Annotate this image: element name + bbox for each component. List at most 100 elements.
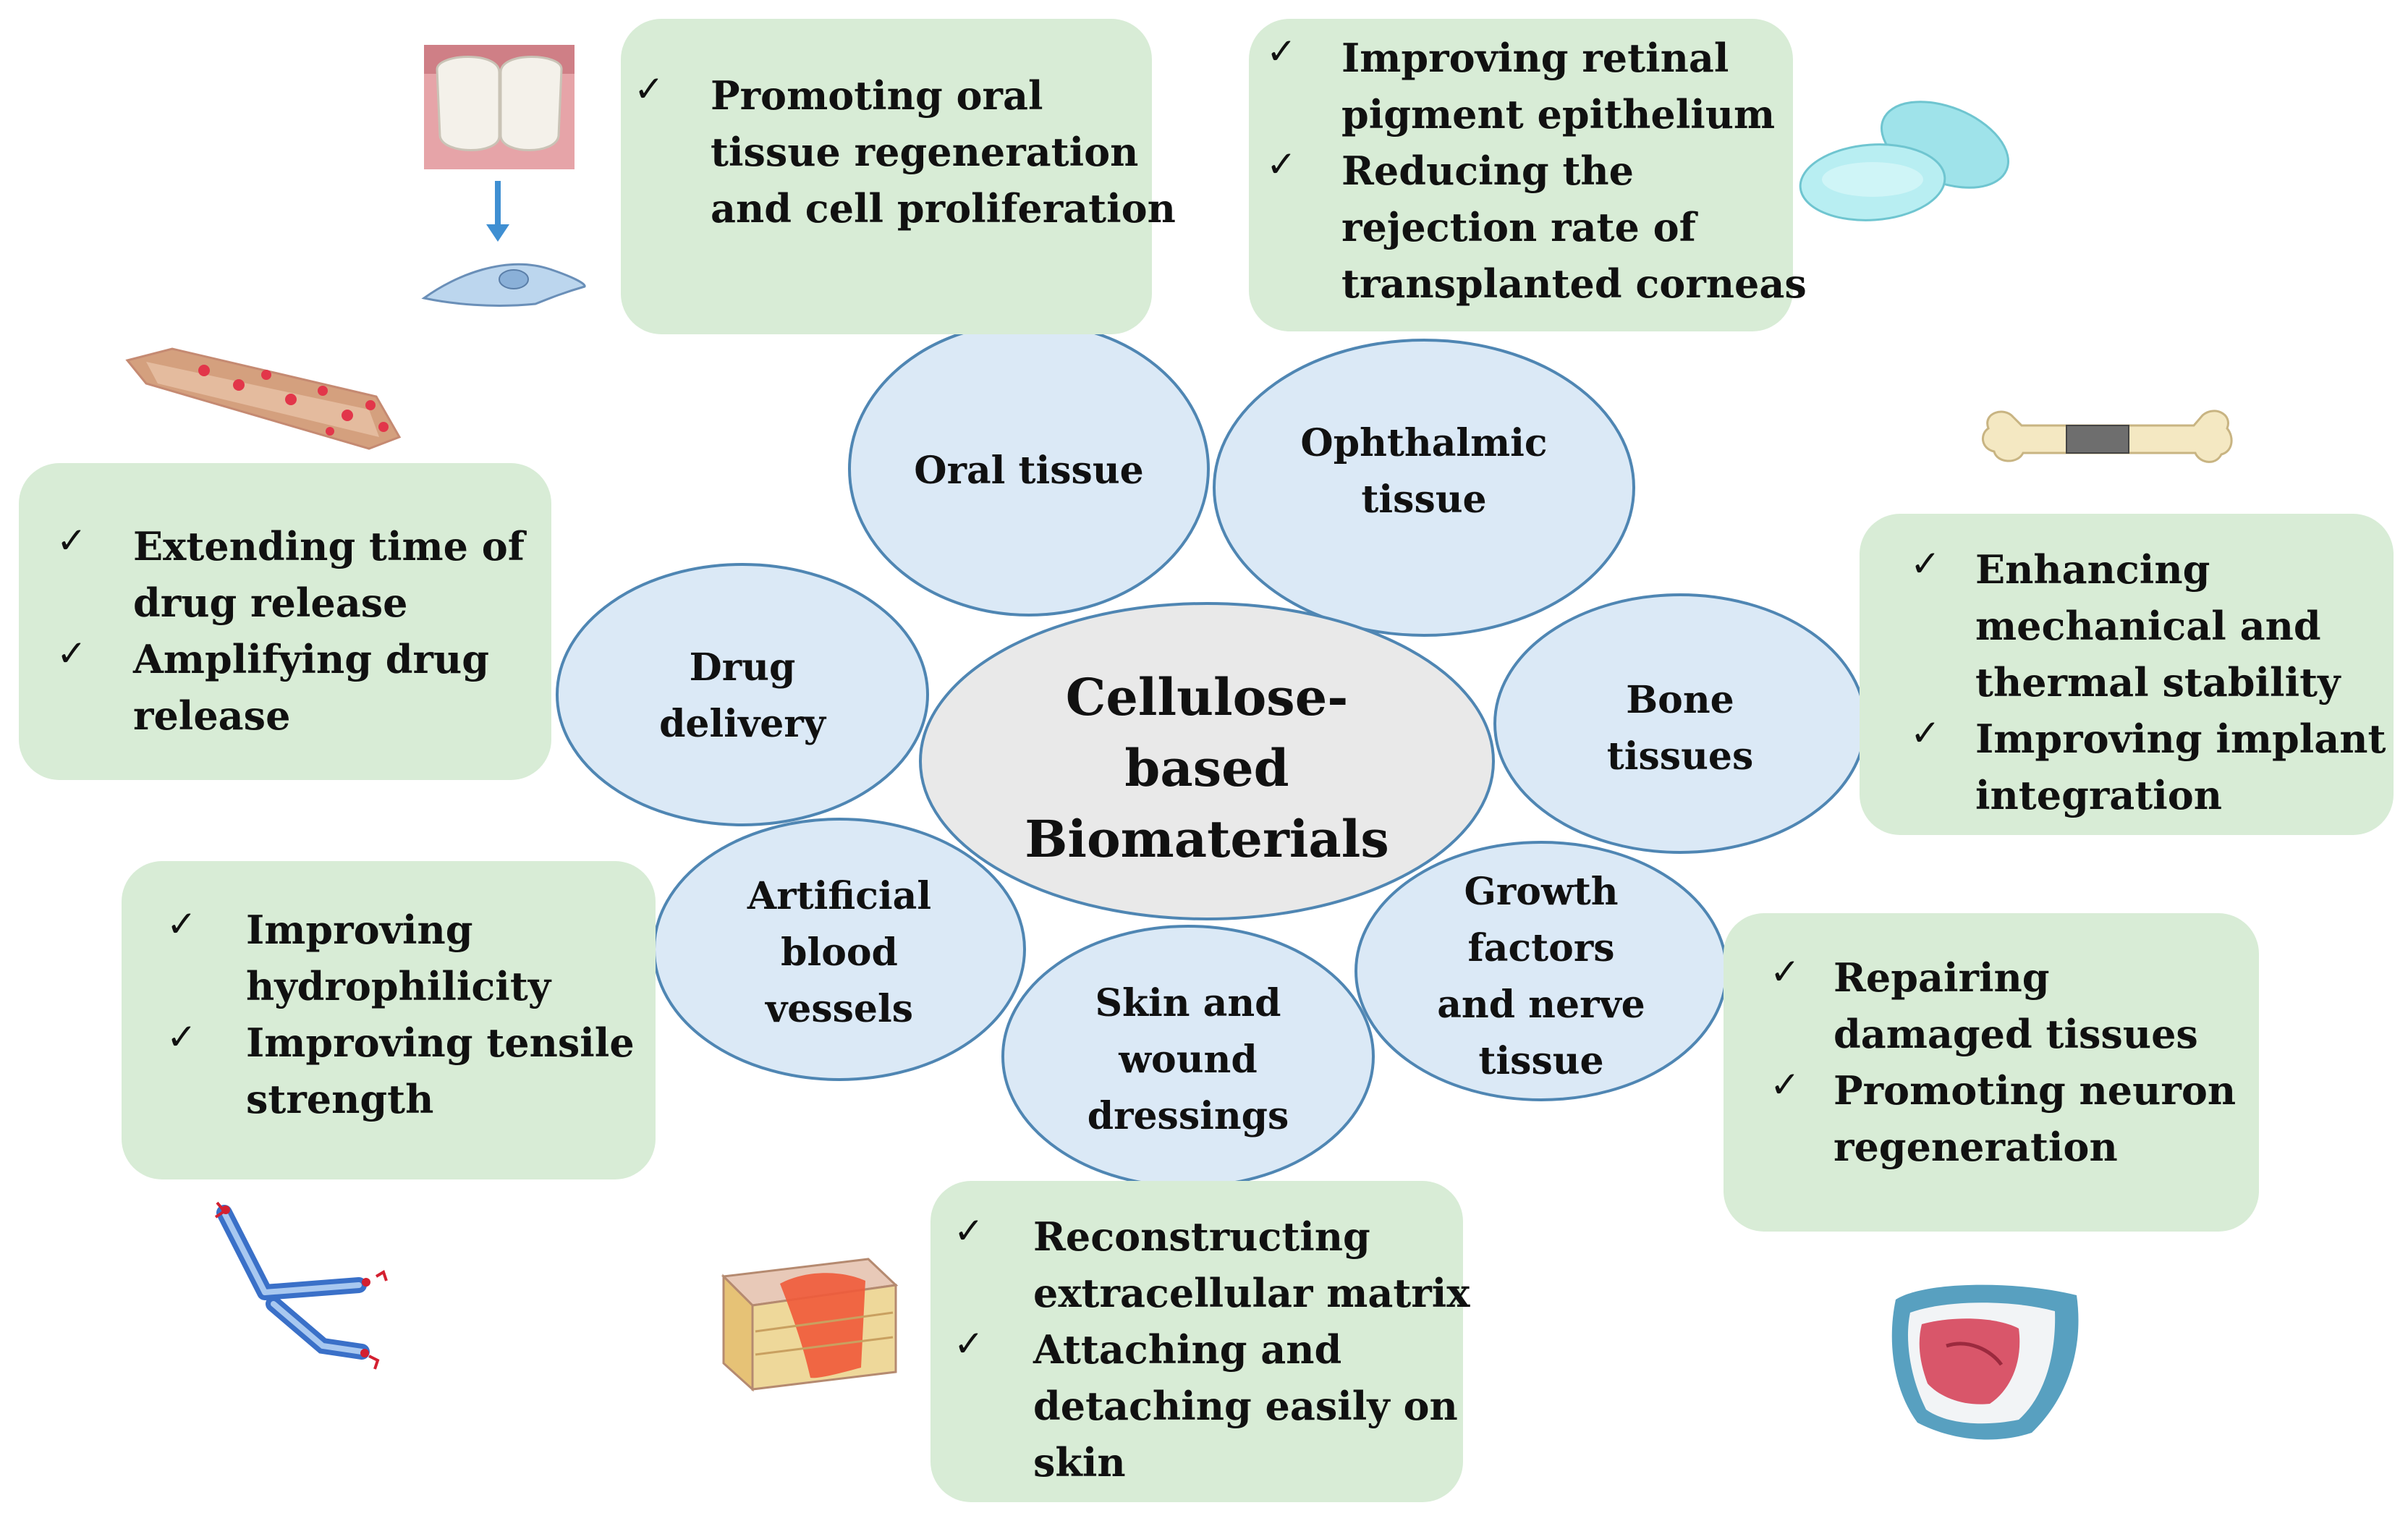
drug-scaffold-icon: [125, 347, 402, 450]
check-mark: ✓: [1266, 143, 1297, 185]
info-text: Reconstructing: [1033, 1213, 1370, 1260]
check-mark: ✓: [1910, 712, 1941, 754]
check-mark: ✓: [1910, 543, 1941, 585]
info-text: Amplifying drug: [133, 636, 489, 682]
bone-implant-icon: [1982, 410, 2233, 463]
info-box-drug: ✓ Extending time of drug release ✓ Ampli…: [19, 463, 551, 780]
info-text: Repairing: [1833, 954, 2050, 1001]
info-box-growth: ✓ Repairing damaged tissues ✓ Promoting …: [1724, 913, 2259, 1232]
info-text: thermal stability: [1975, 659, 2341, 706]
center-shape: [919, 602, 1495, 920]
label-line: Skin and: [1095, 981, 1281, 1025]
label-line: Ophthalmic: [1300, 421, 1547, 465]
info-text: release: [133, 692, 291, 739]
check-mark: ✓: [166, 903, 197, 945]
petal-bone-shape: [1493, 593, 1867, 854]
petal-ophthalmic-label: Ophthalmic tissue: [1300, 421, 1547, 522]
info-box-vessels: ✓ Improving hydrophilicity ✓ Improving t…: [122, 861, 656, 1179]
label-line: tissue: [1478, 1039, 1603, 1083]
label-line: wound: [1118, 1038, 1257, 1082]
nerve-tissue-icon: [1891, 1284, 2079, 1440]
label-line: vessels: [765, 987, 913, 1031]
label-line: Artificial: [747, 874, 931, 918]
petal-oral: Oral tissue: [848, 321, 1210, 617]
petal-vessels: Artificial blood vessels: [653, 818, 1026, 1081]
check-mark: ✓: [56, 520, 87, 562]
info-text: pigment epithelium: [1341, 91, 1776, 137]
check-mark: ✓: [954, 1323, 984, 1365]
check-mark: ✓: [1770, 1064, 1800, 1106]
info-text: Attaching and: [1033, 1326, 1342, 1373]
label-line: tissues: [1607, 734, 1754, 779]
petal-ophthalmic-shape: [1213, 339, 1635, 637]
petal-skin-label: Skin and wound dressings: [1088, 981, 1289, 1138]
petal-growth-label: Growth factors and nerve tissue: [1437, 870, 1645, 1083]
info-text: drug release: [133, 580, 408, 626]
arrow-down-icon: [486, 181, 509, 242]
petal-vessels-label: Artificial blood vessels: [747, 874, 931, 1031]
info-text: Promoting neuron: [1833, 1067, 2237, 1114]
info-box-ophthalmic: ✓ Improving retinal pigment epithelium ✓…: [1249, 19, 1807, 331]
info-box-bone: ✓ Enhancing mechanical and thermal stabi…: [1860, 514, 2394, 835]
info-text: Extending time of: [133, 523, 525, 569]
check-mark: ✓: [634, 68, 664, 110]
info-text: skin: [1033, 1439, 1126, 1486]
info-text: regeneration: [1833, 1124, 2118, 1170]
check-mark: ✓: [954, 1210, 984, 1252]
petal-bone-label: Bone tissues: [1607, 678, 1754, 779]
skin-section-icon: [721, 1258, 899, 1392]
label-line: dressings: [1088, 1094, 1289, 1138]
label-line: Bone: [1626, 678, 1734, 722]
info-text: extracellular matrix: [1033, 1270, 1470, 1316]
label-line: tissue: [1361, 478, 1486, 522]
petal-bone: Bone tissues: [1493, 593, 1867, 854]
cell-icon: [421, 263, 586, 307]
label-line: Oral tissue: [914, 449, 1143, 493]
info-text: mechanical and: [1975, 603, 2321, 649]
label-line: blood: [781, 931, 898, 975]
label-line: delivery: [659, 702, 827, 746]
petal-growth: Growth factors and nerve tissue: [1354, 841, 1728, 1101]
info-text: damaged tissues: [1833, 1011, 2198, 1057]
info-text: rejection rate of: [1341, 204, 1696, 250]
check-mark: ✓: [56, 632, 87, 674]
info-text: integration: [1975, 772, 2223, 818]
label-line: based: [1124, 738, 1289, 798]
petal-drug-shape: [556, 563, 929, 826]
info-text: Improving implant: [1975, 716, 2386, 762]
label-line: Biomaterials: [1025, 809, 1389, 869]
label-line: Growth: [1464, 870, 1618, 914]
info-text: hydrophilicity: [246, 963, 551, 1009]
petal-drug-label: Drug delivery: [659, 645, 827, 746]
check-mark: ✓: [1770, 951, 1800, 993]
label-line: factors: [1467, 926, 1614, 970]
petal-ophthalmic: Ophthalmic tissue: [1213, 339, 1635, 637]
info-box-oral: ✓ Promoting oral tissue regeneration and…: [621, 19, 1176, 334]
info-text: detaching easily on: [1033, 1383, 1458, 1429]
contact-lens-icon: [1799, 101, 2009, 221]
teeth-icon: [424, 45, 575, 169]
info-text: tissue regeneration: [711, 129, 1139, 175]
info-text: strength: [246, 1076, 434, 1122]
info-text: Reducing the: [1341, 148, 1635, 194]
check-mark: ✓: [1266, 30, 1297, 72]
blood-vessel-icon: [214, 1201, 388, 1370]
info-text: Improving tensile: [246, 1020, 635, 1066]
check-mark: ✓: [166, 1016, 197, 1058]
info-text: Improving: [246, 907, 473, 953]
info-text: transplanted corneas: [1341, 260, 1807, 307]
info-text: and cell proliferation: [711, 185, 1176, 232]
info-box-skin: ✓ Reconstructing extracellular matrix ✓ …: [930, 1181, 1470, 1502]
label-line: Cellulose-: [1066, 667, 1349, 727]
label-line: and nerve: [1437, 983, 1645, 1027]
info-text: Enhancing: [1975, 546, 2210, 593]
info-text: Improving retinal: [1341, 35, 1729, 81]
label-line: Drug: [690, 645, 796, 690]
petal-skin: Skin and wound dressings: [1001, 925, 1375, 1188]
petal-oral-label: Oral tissue: [914, 449, 1143, 493]
info-text: Promoting oral: [711, 72, 1043, 119]
petal-drug: Drug delivery: [556, 563, 929, 826]
